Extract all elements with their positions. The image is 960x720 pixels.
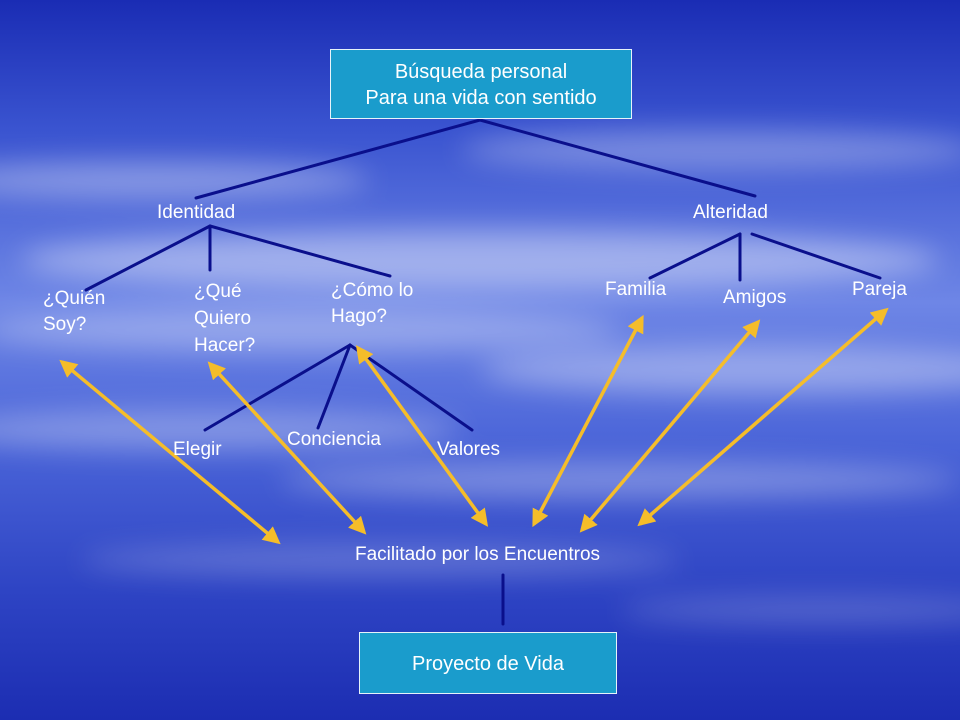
hub-label: Facilitado por los Encuentros [355, 544, 601, 565]
node-amigos: Amigos [723, 287, 787, 308]
branch-alteridad: Alteridad [693, 202, 768, 223]
node-quien-soy: ¿Quién Soy? [43, 288, 106, 335]
connector-alteridad-pareja [750, 232, 882, 280]
node-elegir: Elegir [173, 439, 222, 460]
arrow-familia-hub [532, 314, 644, 528]
arrow-como-hub [355, 345, 489, 527]
arrow-que-hub [207, 361, 367, 535]
connector-root-identidad [194, 118, 482, 200]
connector-identidad-como [208, 224, 392, 278]
node-que-quiero-hacer: ¿Qué Quiero Hacer? [194, 281, 256, 356]
result-label: Proyecto de Vida [412, 653, 564, 675]
root-box: Búsqueda personal Para una vida con sent… [330, 49, 632, 119]
node-pareja: Pareja [852, 279, 907, 300]
connector-como-conciencia [316, 343, 352, 430]
node-valores: Valores [437, 439, 501, 460]
connector-alteridad-familia [648, 232, 742, 280]
connector-identidad-quien [84, 224, 212, 292]
node-como-lo-hago: ¿Cómo lo Hago? [331, 280, 414, 327]
connector-como-valores [348, 343, 474, 432]
node-familia: Familia [605, 279, 667, 300]
result-box: Proyecto de Vida [359, 632, 617, 694]
node-conciencia: Conciencia [287, 429, 381, 450]
root-line-2: Para una vida con sentido [365, 87, 597, 109]
connector-root-alteridad [478, 118, 757, 198]
root-line-1: Búsqueda personal [394, 61, 568, 83]
arrow-quien-hub [59, 359, 281, 545]
branch-identidad: Identidad [157, 202, 236, 223]
arrow-pareja-hub [637, 307, 889, 527]
